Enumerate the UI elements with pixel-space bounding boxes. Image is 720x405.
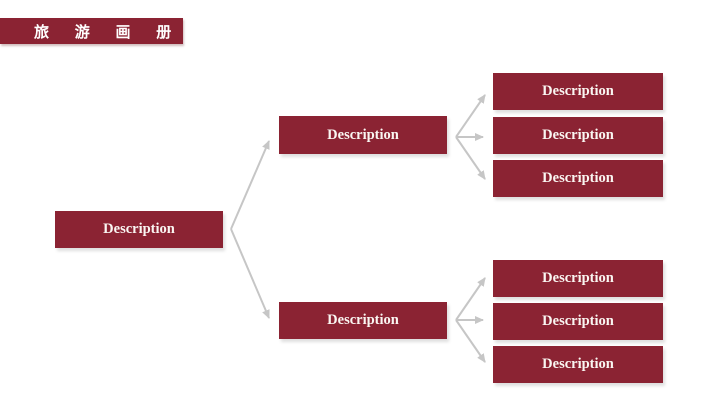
node-branch-1: Description bbox=[279, 116, 447, 154]
connector-line bbox=[455, 136, 486, 180]
connector-line bbox=[455, 94, 486, 138]
node-branch-2: Description bbox=[279, 302, 447, 339]
node-root: Description bbox=[55, 211, 223, 248]
title-text: 旅 游 画 册 bbox=[34, 24, 183, 41]
node-branch-1-child-1: Description bbox=[493, 73, 663, 110]
node-branch-2-child-3: Description bbox=[493, 346, 663, 383]
connector-line bbox=[230, 228, 270, 319]
node-branch-1-child-3: Description bbox=[493, 160, 663, 197]
node-branch-1-child-2: Description bbox=[493, 117, 663, 154]
connector-line bbox=[455, 319, 486, 363]
connector-line bbox=[455, 277, 486, 321]
node-branch-2-child-2: Description bbox=[493, 303, 663, 340]
node-branch-2-child-1: Description bbox=[493, 260, 663, 297]
connector-line bbox=[230, 140, 270, 230]
title-banner: 旅 游 画 册 bbox=[0, 18, 183, 44]
